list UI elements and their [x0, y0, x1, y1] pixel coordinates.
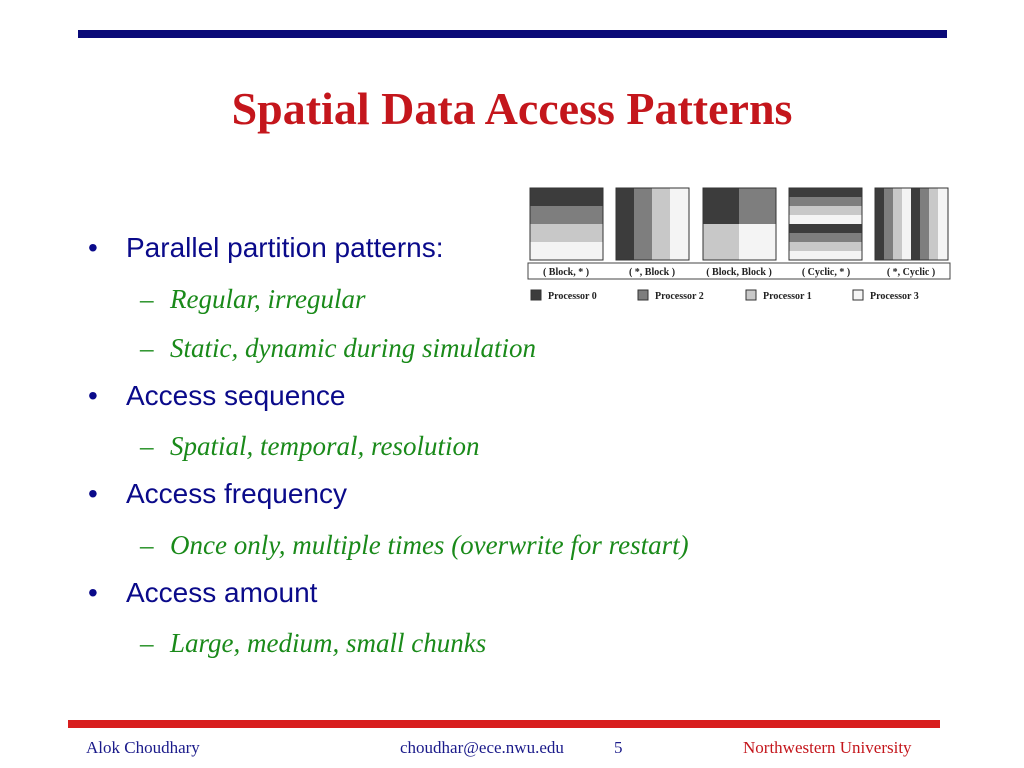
pattern-caption: ( Cyclic, * ) — [802, 267, 850, 278]
sub-bullet-item: – Once only, multiple times (overwrite f… — [140, 530, 689, 561]
legend-label: Processor 2 — [655, 291, 704, 302]
pattern-block-block — [702, 187, 777, 261]
bullet-item: • Parallel partition patterns: — [88, 232, 444, 264]
bullet-dot: • — [88, 232, 98, 263]
footer-organization: Northwestern University — [743, 738, 912, 757]
sub-bullet-item: – Spatial, temporal, resolution — [140, 431, 480, 462]
bullet-text: Access amount — [126, 577, 318, 608]
slide-title: Spatial Data Access Patterns — [231, 83, 793, 134]
legend-swatch — [530, 289, 542, 301]
bullet-item: • Access frequency — [88, 478, 347, 510]
sub-bullet-text: Regular, irregular — [170, 284, 366, 314]
bottom-rule — [68, 720, 940, 728]
sub-bullet-text: Spatial, temporal, resolution — [170, 431, 480, 461]
legend-label: Processor 0 — [548, 291, 597, 302]
bullet-text: Access sequence — [126, 380, 346, 411]
pattern-caption: ( Block, * ) — [543, 267, 589, 278]
top-rule — [78, 30, 947, 38]
sub-bullet-text: Static, dynamic during simulation — [170, 333, 536, 363]
pattern-cyclic-star — [788, 187, 863, 261]
bullet-item: • Access amount — [88, 577, 318, 609]
bullet-text: Parallel partition patterns: — [126, 232, 444, 263]
legend-label: Processor 1 — [763, 291, 812, 302]
pattern-caption: ( Block, Block ) — [706, 267, 772, 278]
sub-bullet-dash: – — [140, 530, 154, 560]
sub-bullet-item: – Static, dynamic during simulation — [140, 333, 536, 364]
pattern-star-block — [615, 187, 690, 261]
sub-bullet-text: Once only, multiple times (overwrite for… — [170, 530, 689, 560]
bullet-text: Access frequency — [126, 478, 347, 509]
legend-swatch — [637, 289, 649, 301]
bullet-dot: • — [88, 380, 98, 411]
bullet-dot: • — [88, 478, 98, 509]
footer-author: Alok Choudhary — [86, 738, 200, 757]
caption-frame — [527, 262, 951, 280]
legend-swatch — [852, 289, 864, 301]
partition-diagram: ( Block, * ) ( *, Block ) ( Block, Block… — [527, 187, 951, 302]
pattern-caption: ( *, Cyclic ) — [887, 267, 935, 278]
sub-bullet-text: Large, medium, small chunks — [170, 628, 487, 658]
sub-bullet-dash: – — [140, 431, 154, 461]
bullet-item: • Access sequence — [88, 380, 346, 412]
bullet-dot: • — [88, 577, 98, 608]
legend-label: Processor 3 — [870, 291, 919, 302]
pattern-star-cyclic — [874, 187, 949, 261]
legend: Processor 0 Processor 2 Processor 1 Proc… — [530, 289, 919, 302]
footer-page-number: 5 — [614, 738, 623, 757]
legend-swatch — [745, 289, 757, 301]
pattern-caption: ( *, Block ) — [629, 267, 675, 278]
sub-bullet-dash: – — [140, 333, 154, 363]
sub-bullet-dash: – — [140, 628, 154, 658]
pattern-block-star — [529, 187, 604, 261]
sub-bullet-dash: – — [140, 284, 154, 314]
footer-email: choudhar@ece.nwu.edu — [400, 738, 564, 757]
sub-bullet-item: – Large, medium, small chunks — [140, 628, 487, 659]
sub-bullet-item: – Regular, irregular — [140, 284, 366, 315]
